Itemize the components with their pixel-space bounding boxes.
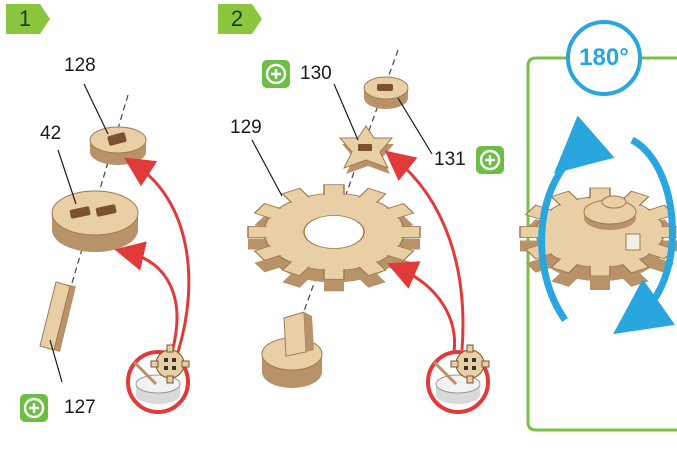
part-label-127: 127 [64, 397, 96, 418]
part-label-130: 130 [300, 63, 332, 84]
step-badge-shape [218, 4, 262, 34]
glue-arrow [114, 241, 179, 353]
step-badge-shape [6, 4, 50, 34]
leader-line-42 [57, 149, 77, 205]
rotation-badge-circle [566, 20, 642, 96]
glue-arrow [386, 261, 457, 353]
step-number: 1 [18, 6, 32, 31]
step-number: 2 [230, 6, 244, 31]
part-label-131: 131 [434, 149, 466, 170]
glue-arrow [123, 157, 191, 353]
part-128-disc [89, 126, 147, 165]
glue-arrow [384, 150, 465, 351]
glue-plus-icon [20, 394, 48, 422]
leader-line-131 [397, 97, 433, 155]
rotation-panel [519, 20, 677, 432]
part-127-bar [39, 281, 76, 352]
leader-line-127 [49, 339, 63, 383]
part-label-42: 42 [40, 123, 62, 144]
shaft-assembly-part [261, 311, 323, 388]
part-label-129: 129 [230, 117, 262, 138]
rotation-angle-label: 180° [579, 44, 629, 71]
part-131-disc [363, 76, 409, 109]
glue-plus-icon [262, 60, 290, 88]
part-129-gear [247, 184, 421, 292]
rotate-arrows-icon [538, 115, 676, 335]
glue-plus-icon [476, 146, 504, 174]
glue-pot-icon [426, 344, 490, 414]
part-42-disc [51, 190, 139, 252]
step-2-badge: 2 [218, 4, 264, 34]
glue-pot-icon [126, 344, 190, 414]
leader-line-130 [333, 83, 359, 141]
step-1-badge: 1 [6, 4, 52, 34]
part-130-star-gear [338, 125, 394, 174]
leader-line-128 [83, 83, 109, 135]
part-label-128: 128 [64, 55, 96, 76]
leader-line-129 [251, 139, 283, 197]
